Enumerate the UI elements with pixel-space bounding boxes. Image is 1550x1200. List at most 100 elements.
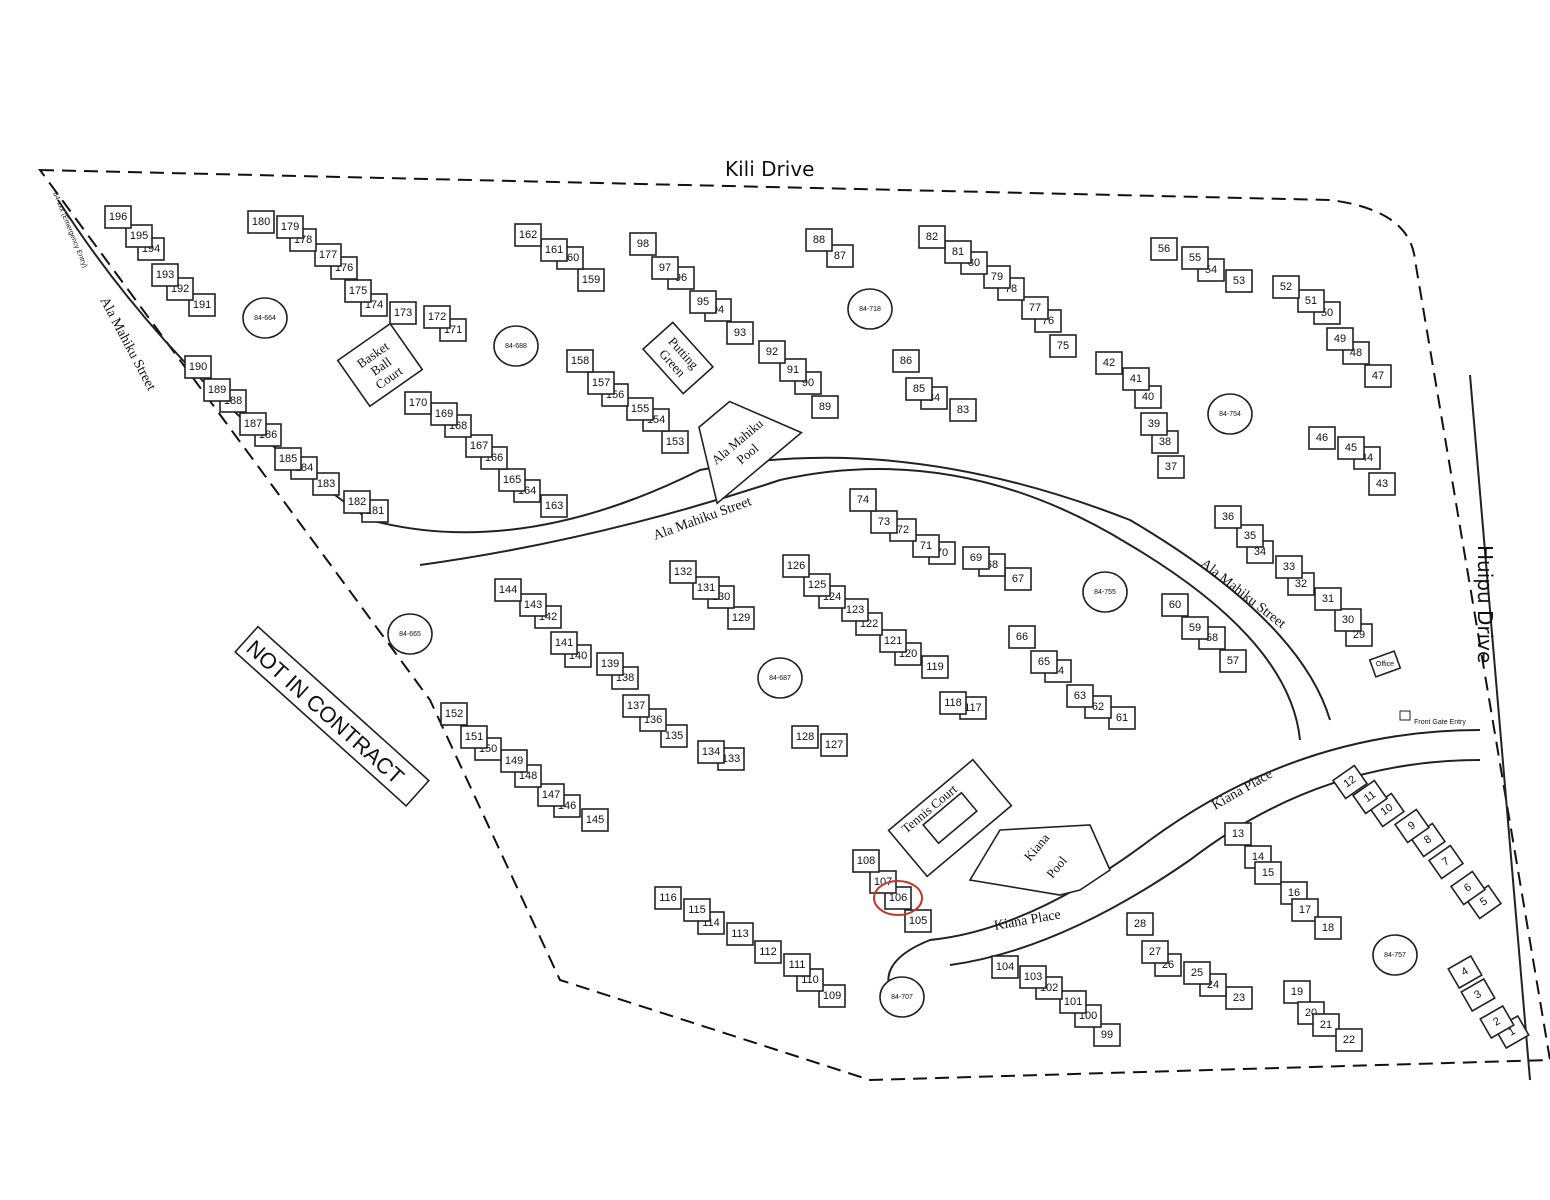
unit-73[interactable]: 73 bbox=[870, 510, 898, 534]
unit-33[interactable]: 33 bbox=[1275, 555, 1303, 579]
unit-187[interactable]: 187 bbox=[239, 412, 267, 436]
unit-105[interactable]: 105 bbox=[904, 909, 932, 933]
unit-132[interactable]: 132 bbox=[669, 560, 697, 584]
unit-149[interactable]: 149 bbox=[500, 749, 528, 773]
unit-125[interactable]: 125 bbox=[803, 573, 831, 597]
unit-152[interactable]: 152 bbox=[440, 702, 468, 726]
unit-17[interactable]: 17 bbox=[1291, 898, 1319, 922]
unit-109[interactable]: 109 bbox=[818, 984, 846, 1008]
unit-39[interactable]: 39 bbox=[1140, 412, 1168, 436]
unit-107[interactable]: 107 bbox=[869, 870, 897, 894]
unit-23[interactable]: 23 bbox=[1225, 986, 1253, 1010]
unit-180[interactable]: 180 bbox=[247, 210, 275, 234]
unit-74[interactable]: 74 bbox=[849, 488, 877, 512]
unit-37[interactable]: 37 bbox=[1157, 455, 1185, 479]
unit-15[interactable]: 15 bbox=[1254, 861, 1282, 885]
unit-143[interactable]: 143 bbox=[519, 593, 547, 617]
unit-189[interactable]: 189 bbox=[203, 378, 231, 402]
unit-121[interactable]: 121 bbox=[879, 629, 907, 653]
unit-134[interactable]: 134 bbox=[697, 740, 725, 764]
unit-170[interactable]: 170 bbox=[404, 391, 432, 415]
unit-191[interactable]: 191 bbox=[188, 293, 216, 317]
unit-111[interactable]: 111 bbox=[783, 953, 811, 977]
unit-35[interactable]: 35 bbox=[1236, 524, 1264, 548]
unit-139[interactable]: 139 bbox=[596, 652, 624, 676]
unit-123[interactable]: 123 bbox=[841, 598, 869, 622]
unit-4[interactable]: 4 bbox=[1447, 954, 1483, 990]
unit-126[interactable]: 126 bbox=[782, 554, 810, 578]
unit-43[interactable]: 43 bbox=[1368, 472, 1396, 496]
unit-80[interactable]: 80 bbox=[960, 251, 988, 275]
unit-175[interactable]: 175 bbox=[344, 279, 372, 303]
unit-137[interactable]: 137 bbox=[622, 694, 650, 718]
unit-155[interactable]: 155 bbox=[626, 397, 654, 421]
unit-99[interactable]: 99 bbox=[1093, 1023, 1121, 1047]
unit-115[interactable]: 115 bbox=[683, 898, 711, 922]
unit-157[interactable]: 157 bbox=[587, 371, 615, 395]
unit-148[interactable]: 148 bbox=[514, 764, 542, 788]
unit-12[interactable]: 12 bbox=[1331, 764, 1369, 800]
unit-2[interactable]: 2 bbox=[1479, 1004, 1515, 1040]
unit-116[interactable]: 116 bbox=[654, 886, 682, 910]
unit-151[interactable]: 151 bbox=[460, 725, 488, 749]
unit-63[interactable]: 63 bbox=[1066, 684, 1094, 708]
unit-86[interactable]: 86 bbox=[892, 349, 920, 373]
unit-66[interactable]: 66 bbox=[1008, 625, 1036, 649]
unit-97[interactable]: 97 bbox=[651, 256, 679, 280]
unit-87[interactable]: 87 bbox=[826, 244, 854, 268]
unit-163[interactable]: 163 bbox=[540, 494, 568, 518]
unit-89[interactable]: 89 bbox=[811, 395, 839, 419]
unit-13[interactable]: 13 bbox=[1224, 822, 1252, 846]
unit-9[interactable]: 9 bbox=[1393, 808, 1431, 844]
unit-19[interactable]: 19 bbox=[1283, 980, 1311, 1004]
unit-21[interactable]: 21 bbox=[1312, 1013, 1340, 1037]
unit-30[interactable]: 30 bbox=[1334, 608, 1362, 632]
unit-6[interactable]: 6 bbox=[1449, 870, 1487, 906]
unit-182[interactable]: 182 bbox=[343, 490, 371, 514]
unit-193[interactable]: 193 bbox=[151, 263, 179, 287]
unit-113[interactable]: 113 bbox=[726, 922, 754, 946]
unit-196[interactable]: 196 bbox=[104, 205, 132, 229]
unit-31[interactable]: 31 bbox=[1314, 587, 1342, 611]
unit-158[interactable]: 158 bbox=[566, 349, 594, 373]
unit-91[interactable]: 91 bbox=[779, 358, 807, 382]
unit-56[interactable]: 56 bbox=[1150, 237, 1178, 261]
unit-82[interactable]: 82 bbox=[918, 225, 946, 249]
unit-42[interactable]: 42 bbox=[1095, 351, 1123, 375]
unit-93[interactable]: 93 bbox=[726, 321, 754, 345]
unit-108[interactable]: 108 bbox=[852, 849, 880, 873]
unit-147[interactable]: 147 bbox=[537, 783, 565, 807]
unit-11[interactable]: 11 bbox=[1351, 779, 1389, 815]
unit-103[interactable]: 103 bbox=[1019, 965, 1047, 989]
unit-49[interactable]: 49 bbox=[1326, 327, 1354, 351]
unit-46[interactable]: 46 bbox=[1308, 426, 1336, 450]
unit-98[interactable]: 98 bbox=[629, 232, 657, 256]
unit-7[interactable]: 7 bbox=[1427, 844, 1465, 880]
unit-183[interactable]: 183 bbox=[312, 472, 340, 496]
unit-27[interactable]: 27 bbox=[1141, 940, 1169, 964]
unit-60[interactable]: 60 bbox=[1161, 593, 1189, 617]
unit-162[interactable]: 162 bbox=[514, 223, 542, 247]
unit-92[interactable]: 92 bbox=[758, 340, 786, 364]
unit-185[interactable]: 185 bbox=[274, 447, 302, 471]
unit-69[interactable]: 69 bbox=[962, 546, 990, 570]
unit-177[interactable]: 177 bbox=[314, 243, 342, 267]
unit-57[interactable]: 57 bbox=[1219, 649, 1247, 673]
unit-95[interactable]: 95 bbox=[689, 290, 717, 314]
unit-81[interactable]: 81 bbox=[944, 240, 972, 264]
unit-67[interactable]: 67 bbox=[1004, 567, 1032, 591]
unit-47[interactable]: 47 bbox=[1364, 364, 1392, 388]
unit-52[interactable]: 52 bbox=[1272, 275, 1300, 299]
unit-167[interactable]: 167 bbox=[465, 434, 493, 458]
unit-129[interactable]: 129 bbox=[727, 606, 755, 630]
unit-22[interactable]: 22 bbox=[1335, 1028, 1363, 1052]
unit-112[interactable]: 112 bbox=[754, 940, 782, 964]
unit-161[interactable]: 161 bbox=[540, 238, 568, 262]
unit-41[interactable]: 41 bbox=[1122, 367, 1150, 391]
unit-61[interactable]: 61 bbox=[1108, 706, 1136, 730]
unit-131[interactable]: 131 bbox=[692, 576, 720, 600]
unit-55[interactable]: 55 bbox=[1181, 246, 1209, 270]
unit-3[interactable]: 3 bbox=[1460, 977, 1496, 1013]
unit-51[interactable]: 51 bbox=[1297, 289, 1325, 313]
unit-83[interactable]: 83 bbox=[949, 398, 977, 422]
